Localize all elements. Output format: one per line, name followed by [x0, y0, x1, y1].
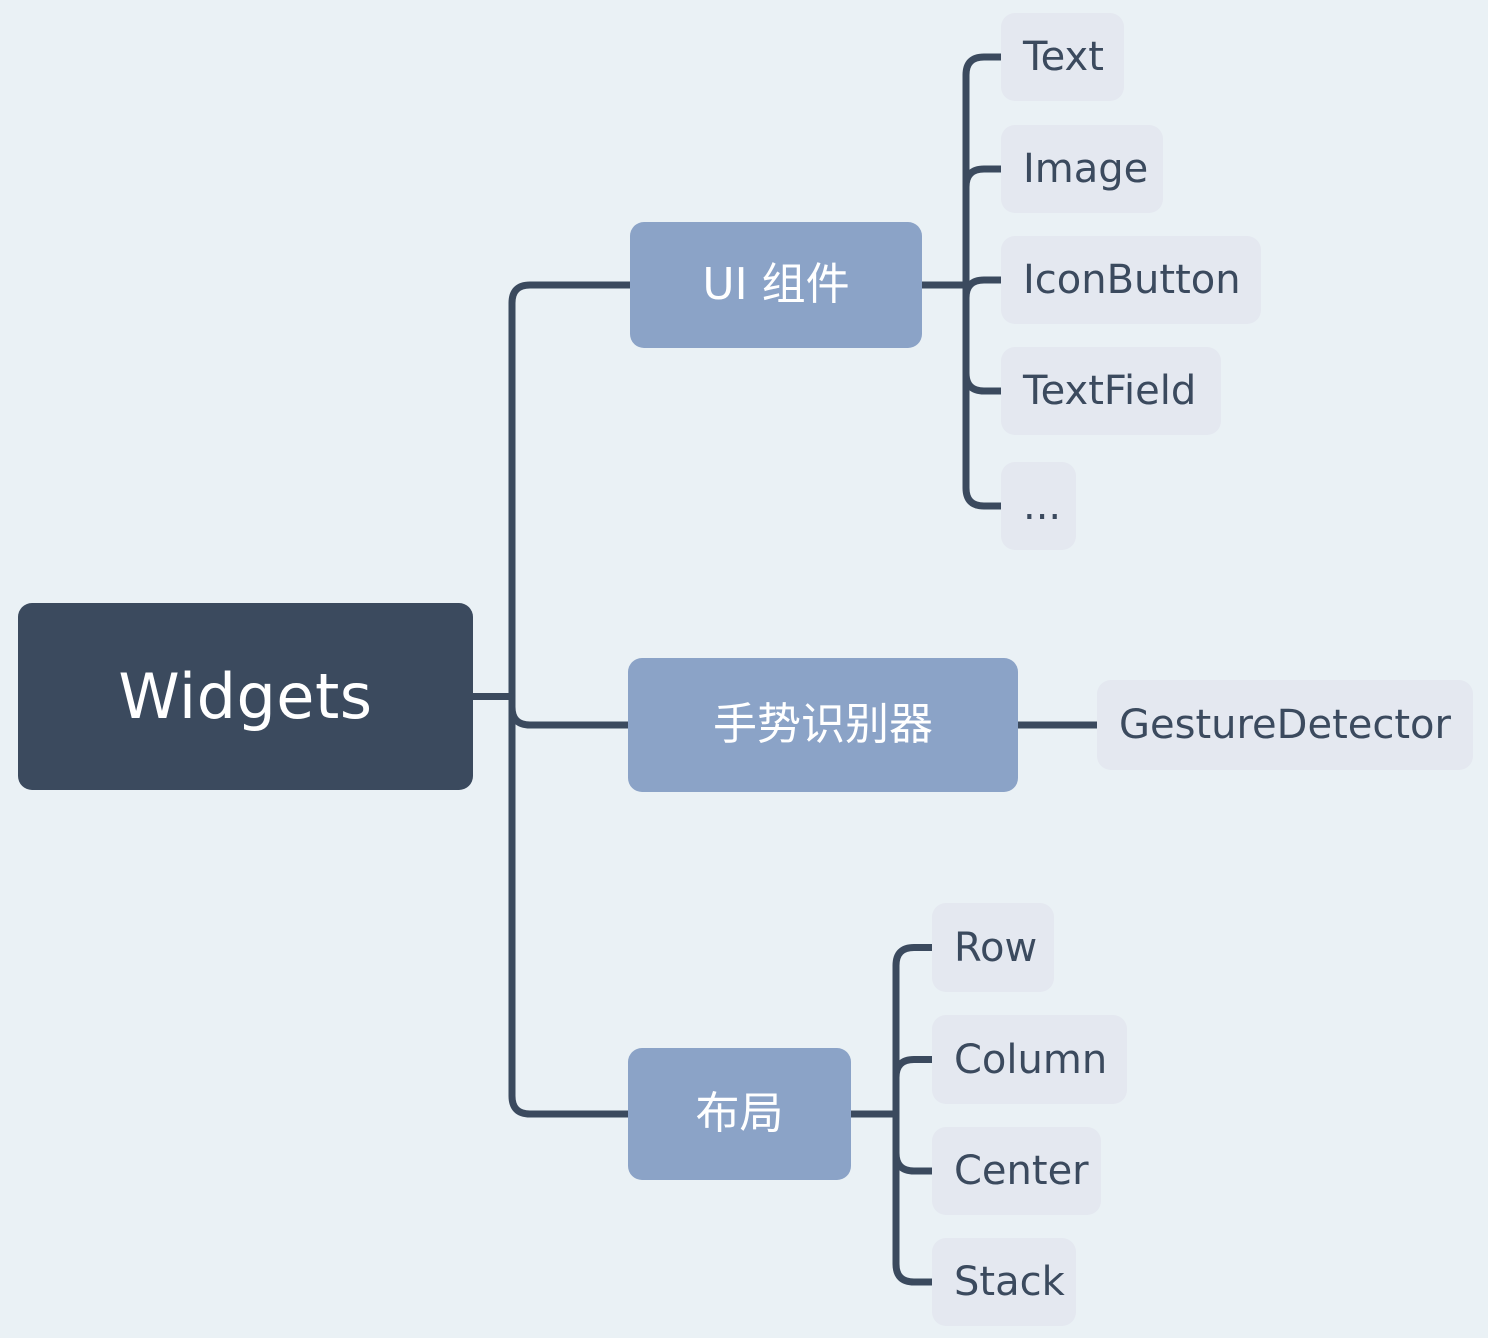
- leaf-node-text[interactable]: Text: [1001, 13, 1124, 101]
- root-node-widgets-label: Widgets: [118, 659, 373, 733]
- leaf-node-iconbutton[interactable]: IconButton: [1001, 236, 1261, 324]
- leaf-node-column[interactable]: Column: [932, 1015, 1127, 1104]
- connector-ui-组件-to-image: [962, 165, 1005, 289]
- leaf-node-row[interactable]: Row: [932, 903, 1054, 992]
- branch-node-ui-组件-label: UI 组件: [702, 259, 850, 310]
- leaf-node-text-label: Text: [1023, 34, 1104, 80]
- connector-ui-组件-to-textfield: [962, 281, 1005, 395]
- connector-root-to-branch-布局: [508, 693, 632, 1118]
- leaf-node-textfield[interactable]: TextField: [1001, 347, 1221, 435]
- leaf-node-image-label: Image: [1023, 146, 1149, 192]
- connector-root-to-branch-手势识别器: [508, 693, 632, 729]
- connector-ui-组件-to-iconbutton: [962, 276, 1005, 302]
- leaf-node-center[interactable]: Center: [932, 1127, 1101, 1215]
- connector-ui-组件-to-node: [962, 281, 1005, 510]
- branch-node-手势识别器-label: 手势识别器: [713, 699, 933, 750]
- connector-布局-to-row: [892, 944, 936, 1118]
- leaf-node-node-label: ...: [1023, 483, 1062, 529]
- connector-ui-组件-to-text: [962, 53, 1005, 289]
- connector-布局-to-column: [892, 1056, 936, 1118]
- leaf-node-textfield-label: TextField: [1023, 368, 1197, 414]
- leaf-node-node[interactable]: ...: [1001, 462, 1076, 550]
- branch-node-布局-label: 布局: [695, 1088, 784, 1139]
- connector-布局-to-center: [892, 1110, 936, 1175]
- branch-node-ui-组件[interactable]: UI 组件: [630, 222, 922, 348]
- leaf-node-image[interactable]: Image: [1001, 125, 1163, 213]
- connector-root-to-branch-ui-组件: [508, 281, 634, 700]
- leaf-node-gesturedetector[interactable]: GestureDetector: [1097, 680, 1473, 770]
- leaf-node-gesturedetector-label: GestureDetector: [1119, 702, 1451, 748]
- leaf-node-iconbutton-label: IconButton: [1023, 257, 1241, 303]
- branch-node-手势识别器[interactable]: 手势识别器: [628, 658, 1018, 792]
- leaf-node-stack[interactable]: Stack: [932, 1238, 1076, 1326]
- branch-node-布局[interactable]: 布局: [628, 1048, 851, 1180]
- leaf-node-stack-label: Stack: [954, 1259, 1065, 1305]
- leaf-node-center-label: Center: [954, 1148, 1089, 1194]
- leaf-node-row-label: Row: [954, 924, 1038, 971]
- root-node-widgets[interactable]: Widgets: [18, 603, 473, 790]
- connector-布局-to-stack: [892, 1110, 936, 1286]
- leaf-node-column-label: Column: [954, 1036, 1108, 1083]
